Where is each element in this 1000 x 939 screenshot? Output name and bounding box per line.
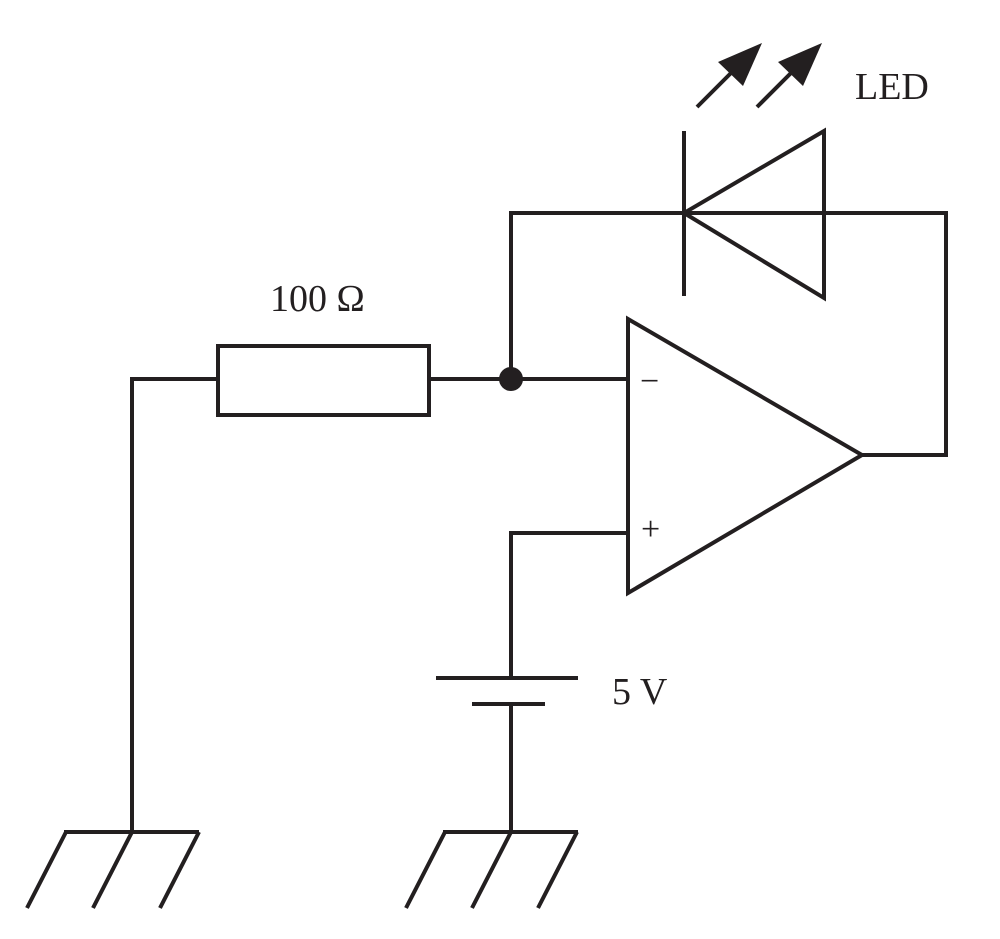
right-ground-icon — [404, 830, 579, 909]
led-light-arrows-icon — [695, 43, 822, 109]
op-amp — [626, 315, 866, 597]
left-ground-icon — [25, 830, 201, 909]
feedback-wire — [509, 211, 948, 457]
resistor-label: 100 Ω — [270, 278, 365, 320]
led-diode — [680, 127, 826, 302]
battery-label: 5 V — [612, 671, 668, 713]
noninverting-input-wire — [509, 531, 628, 678]
noninverting-input-sign: + — [641, 511, 660, 548]
led-label: LED — [855, 66, 929, 108]
left-ground-wire — [130, 377, 218, 832]
inverting-input-sign: − — [640, 363, 659, 400]
battery — [436, 676, 578, 706]
resistor — [216, 344, 431, 417]
